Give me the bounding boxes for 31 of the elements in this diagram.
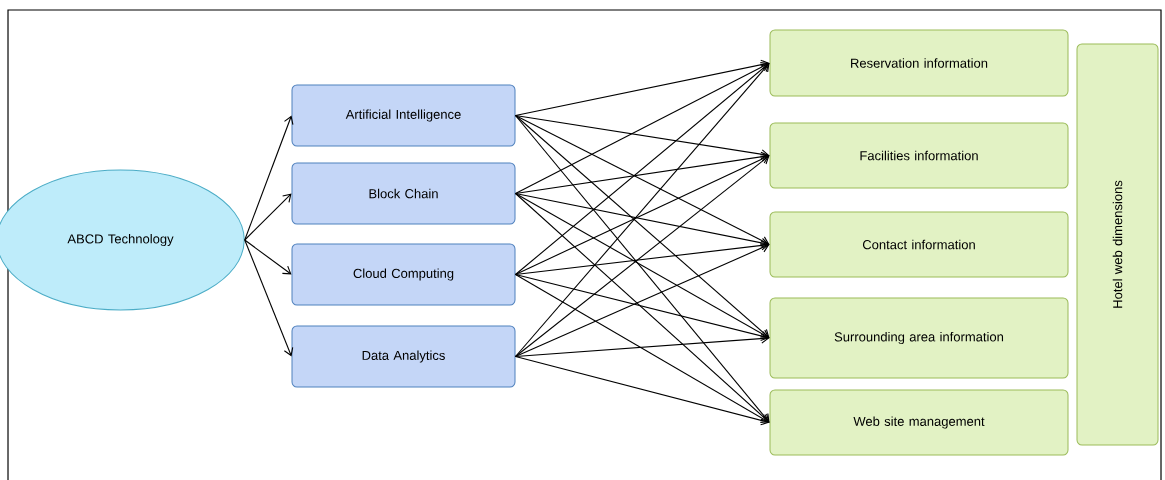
arrow — [244, 239, 292, 275]
arrow — [514, 155, 770, 358]
arrow — [514, 114, 770, 423]
arrow — [514, 114, 770, 246]
arrow — [514, 63, 770, 276]
arrow — [244, 115, 294, 241]
dimension-box: Web site management — [769, 389, 1069, 456]
arrow — [514, 192, 770, 339]
arrow — [514, 192, 770, 423]
process-box: Data Analytics — [291, 325, 516, 388]
process-box: Cloud Computing — [291, 243, 516, 306]
arrow — [514, 114, 770, 338]
arrow — [244, 239, 294, 357]
arrow — [514, 192, 770, 248]
arrow — [514, 355, 770, 426]
arrow — [514, 154, 770, 276]
dimension-box: Facilities information — [769, 122, 1069, 189]
process-box: Block Chain — [291, 162, 516, 225]
arrow — [514, 243, 770, 358]
dimension-box: Reservation information — [769, 29, 1069, 97]
process-box: Artificial Intelligence — [291, 84, 516, 147]
dimension-box: Contact information — [769, 211, 1069, 278]
arrow — [514, 114, 770, 160]
arrow — [244, 193, 292, 241]
arrow — [514, 273, 770, 423]
arrow — [514, 59, 770, 117]
dimension-box: Surrounding area information — [769, 297, 1069, 379]
arrow — [514, 62, 770, 195]
side-band: Hotel web dimensions — [1076, 43, 1159, 446]
arrow — [514, 273, 770, 341]
arrow — [514, 63, 770, 358]
